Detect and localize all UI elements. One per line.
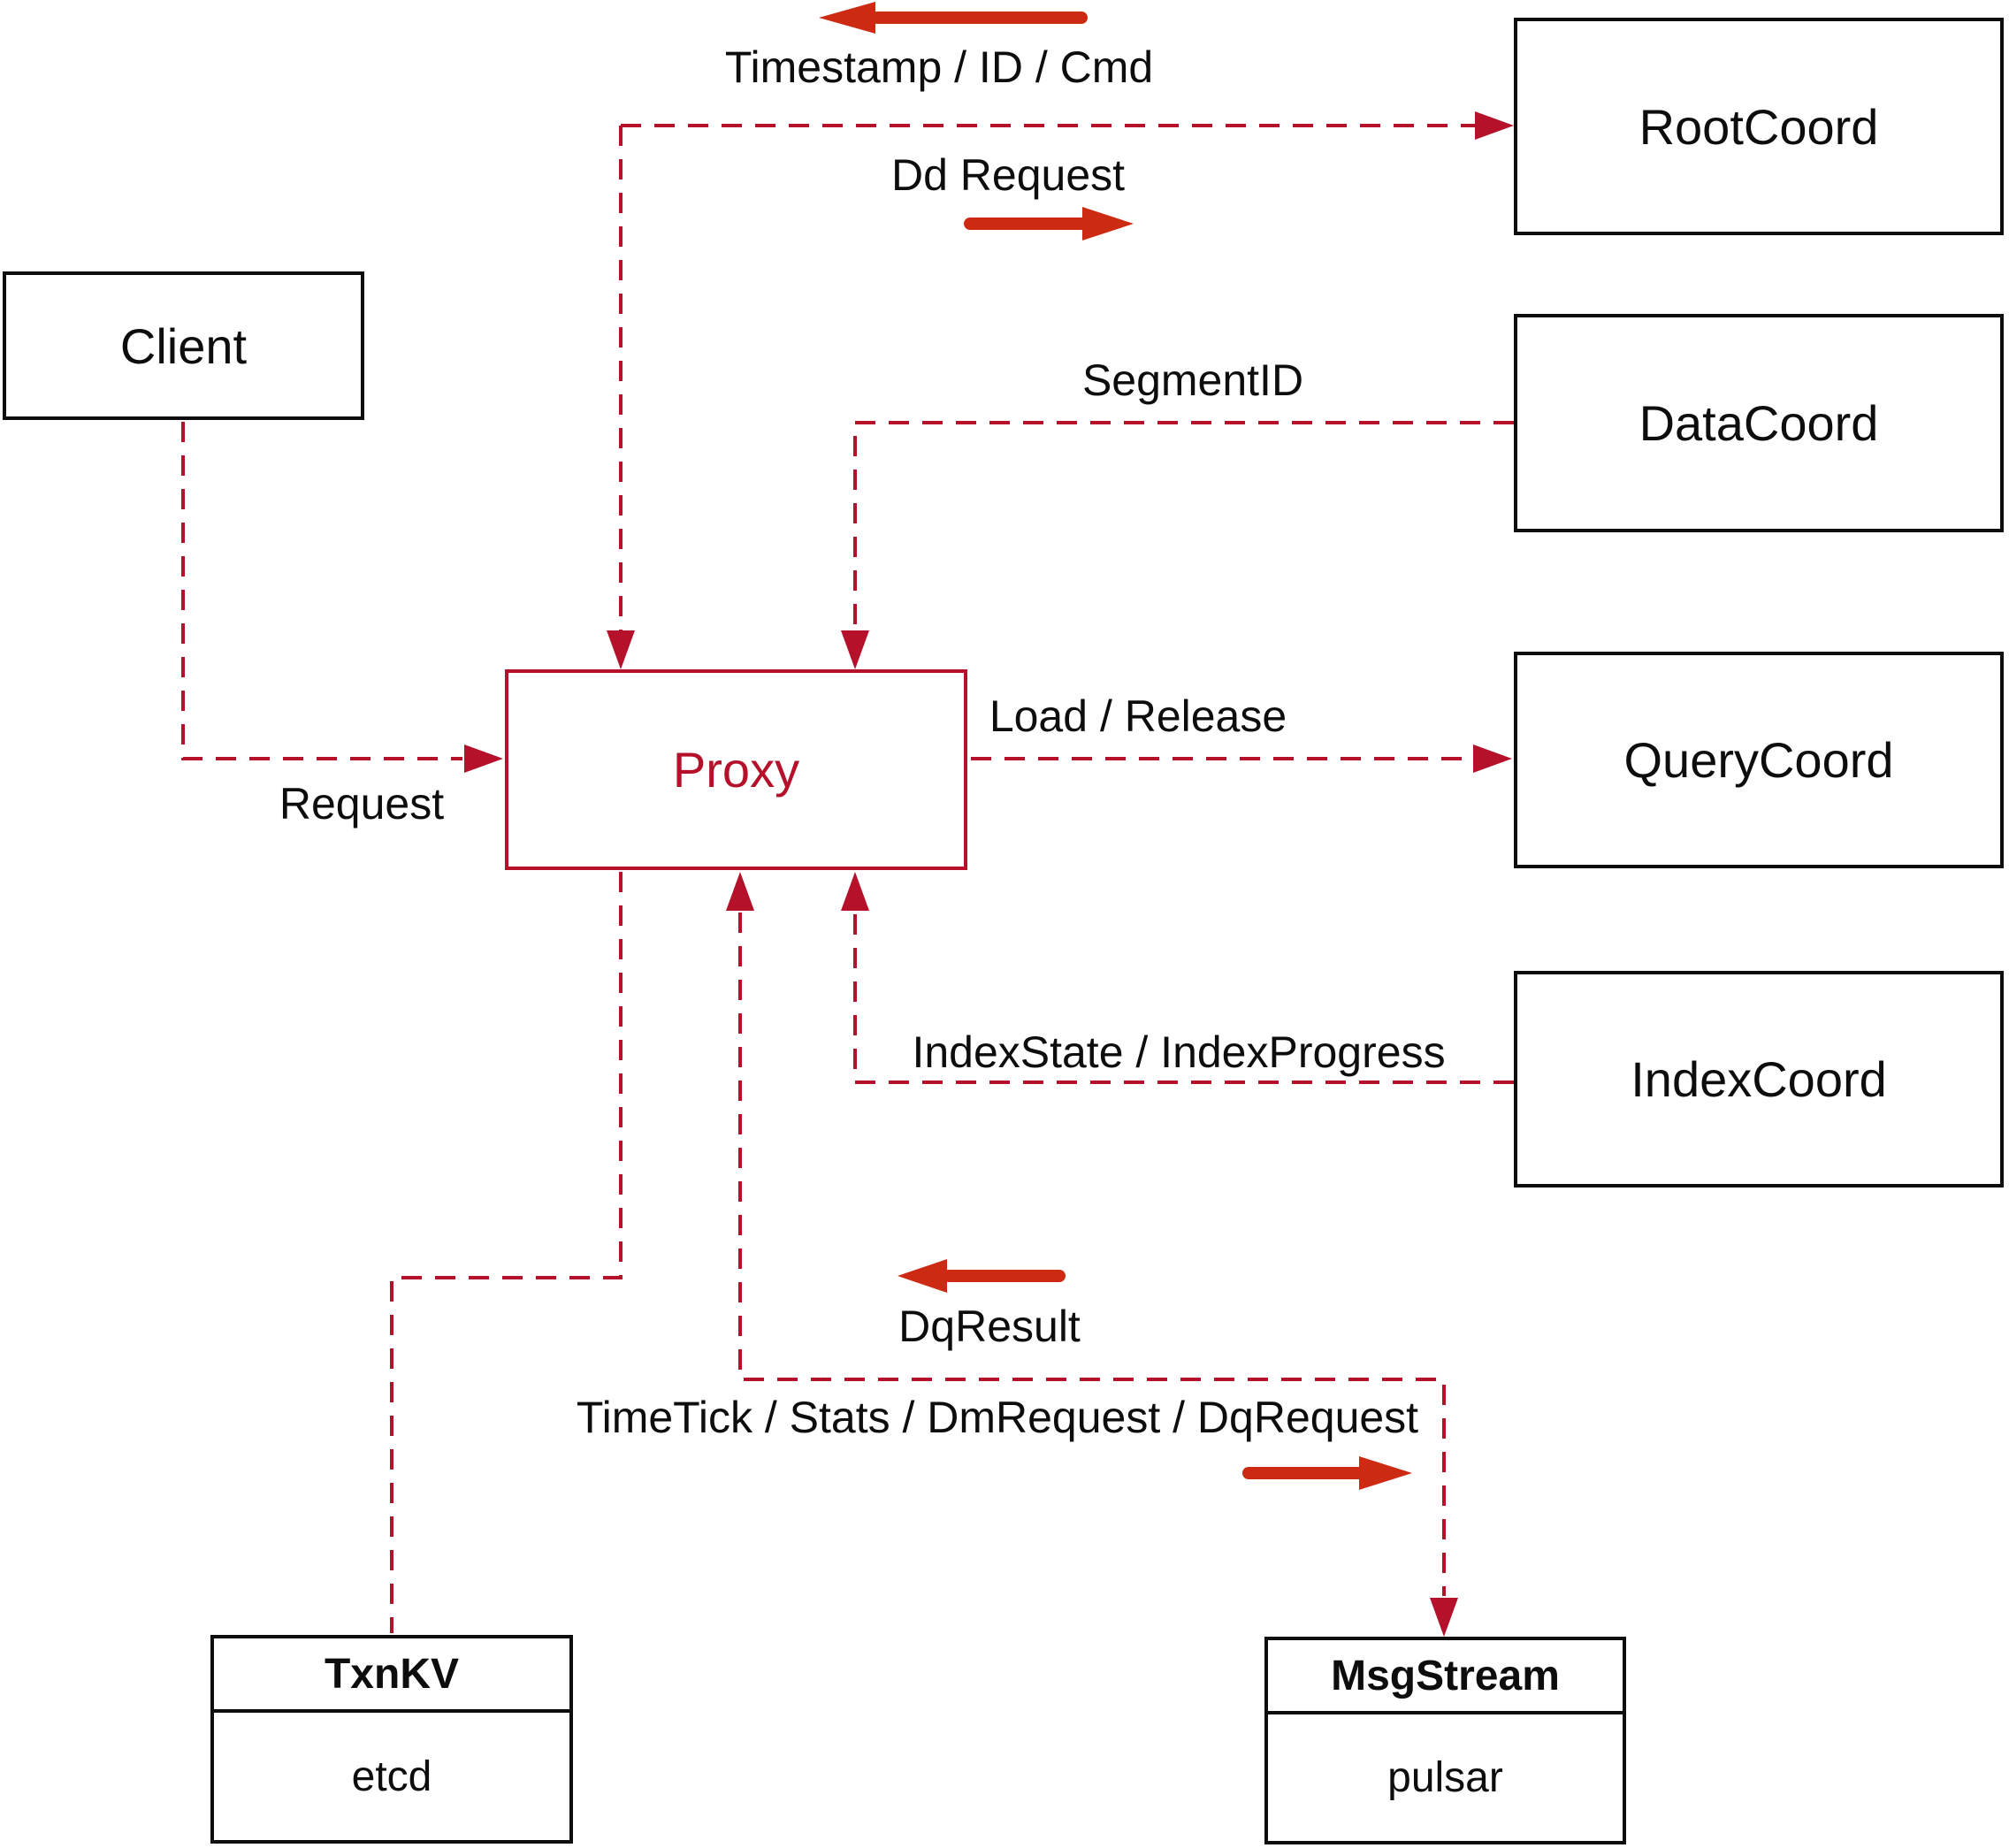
edge-label-timestamp-id-cmd: Timestamp / ID / Cmd	[724, 42, 1154, 92]
rootcoord-node: RootCoord	[1514, 18, 2004, 235]
connector-proxy-txnkv	[390, 872, 623, 1633]
msgstream-subtitle: pulsar	[1387, 1754, 1503, 1801]
arrow-left-icon	[898, 1259, 1066, 1293]
txnkv-node: TxnKV etcd	[210, 1635, 573, 1844]
arrowhead-into-msgstream	[1430, 1598, 1458, 1637]
arrowhead-into-proxy-bottom-right	[841, 872, 869, 911]
datacoord-label: DataCoord	[1639, 395, 1879, 451]
connector-datacoord-proxy	[853, 421, 1514, 661]
edge-label-request: Request	[279, 779, 445, 829]
annotation-arrows	[819, 2, 1412, 1490]
connector-arrowheads	[464, 111, 1514, 1637]
arrow-right-icon	[964, 207, 1134, 241]
edge-label-index-state-progress: IndexState / IndexProgress	[912, 1027, 1446, 1077]
arrowhead-into-rootcoord	[1475, 111, 1514, 140]
proxy-node: Proxy	[505, 669, 967, 870]
arrowhead-into-proxy-bottom-mid	[726, 872, 754, 911]
connector-client-proxy	[181, 422, 462, 760]
edge-label-dd-request: Dd Request	[890, 150, 1126, 200]
edge-label-load-release: Load / Release	[989, 691, 1287, 741]
arrowhead-into-proxy-left	[464, 745, 503, 773]
indexcoord-label: IndexCoord	[1631, 1051, 1887, 1107]
connector-proxy-rootcoord	[619, 124, 1475, 661]
msgstream-title: MsgStream	[1268, 1640, 1623, 1714]
txnkv-subtitle: etcd	[351, 1753, 432, 1800]
arrowhead-into-proxy-top-left	[607, 630, 635, 669]
arrowhead-into-querycoord	[1473, 745, 1512, 773]
arrow-right-icon	[1242, 1456, 1412, 1490]
edge-label-dq-result: DqResult	[898, 1302, 1081, 1351]
indexcoord-node: IndexCoord	[1514, 971, 2004, 1187]
txnkv-title: TxnKV	[214, 1638, 569, 1713]
datacoord-node: DataCoord	[1514, 314, 2004, 532]
dashed-connectors	[181, 124, 1514, 1633]
msgstream-node: MsgStream pulsar	[1264, 1637, 1626, 1844]
connector-indexcoord-proxy	[853, 914, 1514, 1084]
edge-label-segment-id: SegmentID	[1081, 355, 1304, 405]
edge-label-timetick-stats: TimeTick / Stats / DmRequest / DqRequest	[576, 1393, 1419, 1442]
proxy-label: Proxy	[672, 742, 800, 798]
querycoord-label: QueryCoord	[1623, 732, 1894, 788]
querycoord-node: QueryCoord	[1514, 652, 2004, 868]
connector-proxy-msgstream	[738, 913, 1446, 1596]
rootcoord-label: RootCoord	[1639, 98, 1879, 155]
client-node: Client	[3, 271, 364, 420]
client-label: Client	[119, 317, 248, 374]
arrowhead-into-proxy-top-right	[841, 630, 869, 669]
arrow-left-icon	[819, 2, 1088, 34]
